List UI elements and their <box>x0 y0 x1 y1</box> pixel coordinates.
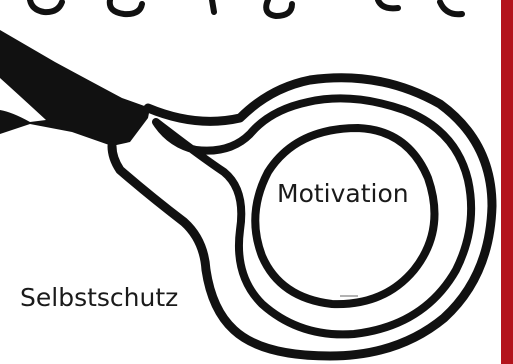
label-selbstschutz: Selbstschutz <box>20 285 178 310</box>
accent-bar <box>501 0 513 364</box>
handle-grip <box>0 30 150 146</box>
heading-glyph-fragments <box>30 0 462 16</box>
loop-outline <box>112 78 492 356</box>
label-motivation: Motivation <box>277 181 409 206</box>
